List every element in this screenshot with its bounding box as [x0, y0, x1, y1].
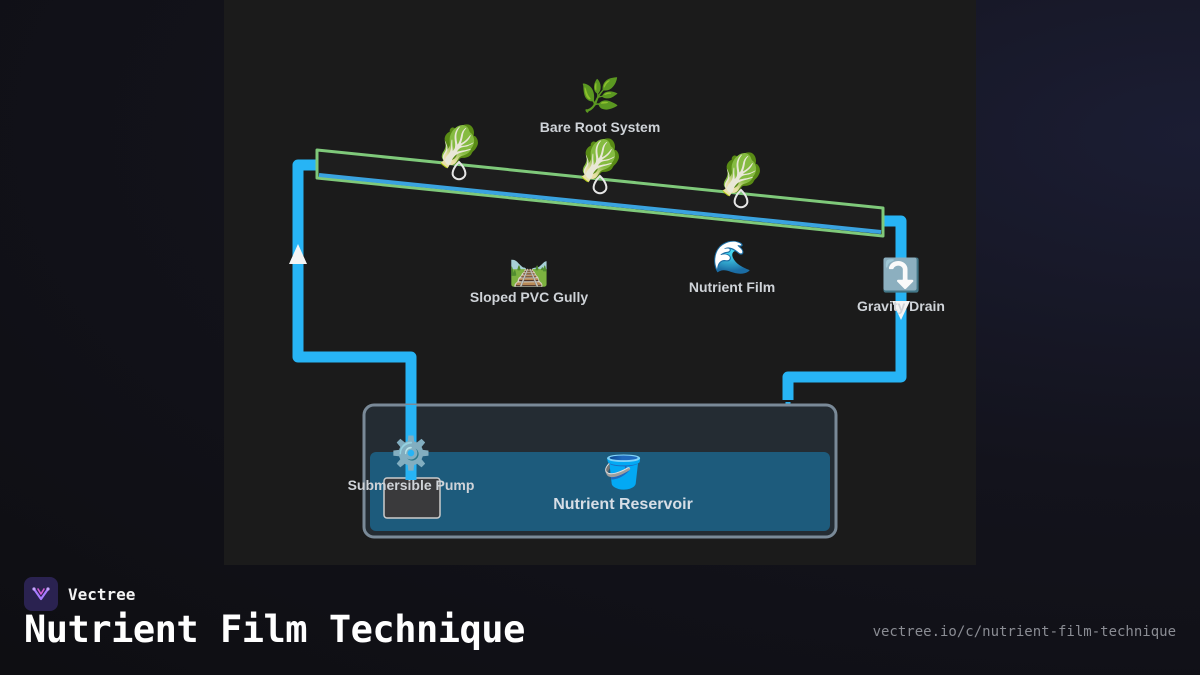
drain-label: Gravity Drain	[857, 298, 945, 314]
brand-name: Vectree	[68, 584, 136, 604]
root-icon	[592, 174, 608, 195]
gear-icon: ⚙️	[391, 434, 431, 472]
pump-label: Submersible Pump	[348, 477, 475, 493]
reservoir-label: Nutrient Reservoir	[553, 496, 693, 513]
root-icon	[733, 188, 749, 209]
lettuce-plant-1: 🥬	[434, 123, 484, 181]
flow-down-arrow	[892, 301, 910, 320]
nutrient-film-layer	[318, 173, 882, 234]
lettuce-plant-3: 🥬	[716, 151, 766, 209]
bare-root-icon: 🌿	[580, 76, 620, 114]
brand: Vectree	[24, 577, 135, 611]
reservoir-water	[370, 452, 830, 531]
gully-label: Sloped PVC Gully	[470, 289, 588, 305]
bucket-icon: 🪣	[603, 453, 643, 491]
return-pipe	[782, 215, 907, 400]
wave-icon: 🌊	[712, 238, 752, 276]
page-title: Nutrient Film Technique	[24, 608, 525, 651]
film-label: Nutrient Film	[689, 279, 775, 295]
supply-pipe	[292, 159, 417, 470]
lettuce-plant-2: 🥬	[575, 137, 625, 195]
root-icon	[451, 160, 467, 181]
bare-root-label: Bare Root System	[540, 119, 661, 135]
drain-icon: ⤵️	[881, 256, 921, 294]
flow-up-arrow	[289, 244, 307, 264]
vectree-logo-icon	[24, 577, 58, 611]
source-url[interactable]: vectree.io/c/nutrient-film-technique	[872, 624, 1176, 640]
gully-icon: 🛤️	[509, 250, 549, 288]
